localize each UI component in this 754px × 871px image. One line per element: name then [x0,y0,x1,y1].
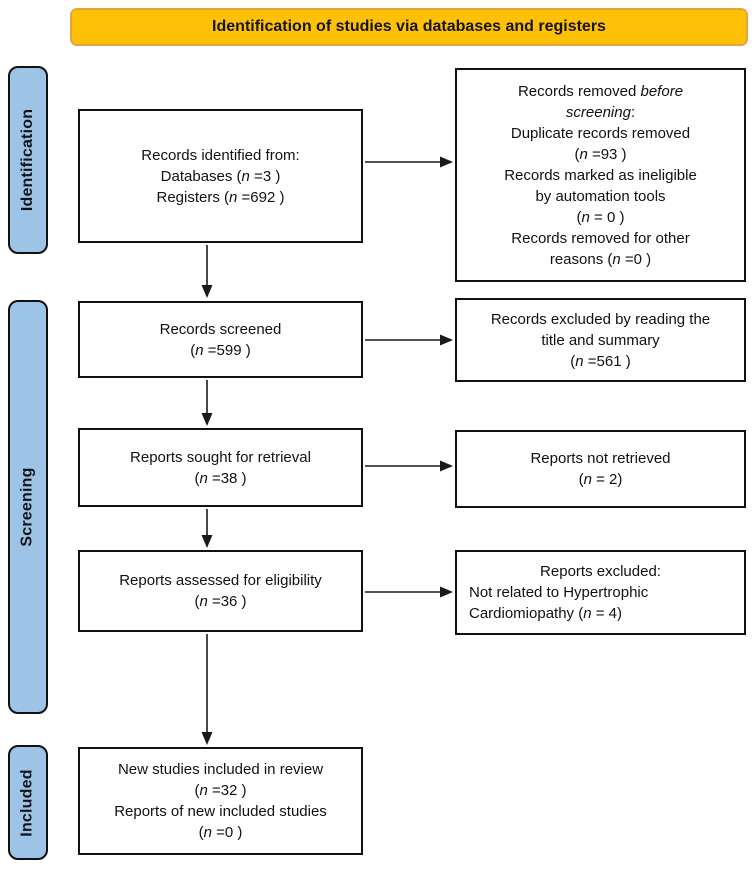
text-line: Registers (n =692 ) [156,188,285,206]
box-reports-assessed: Reports assessed for eligibility (n =36 ) [78,550,363,632]
box-new-studies-included: New studies included in review (n =32 ) Re… [78,747,363,855]
text-line: Databases (n =3 ) [160,167,281,185]
text-line: screening: [565,103,636,121]
stage-label-screening: Screening [19,467,37,547]
text-line: (n =38 ) [194,469,247,487]
text-line: title and summary [541,331,660,349]
text-line: Records marked as ineligible [504,166,697,184]
text-line: Cardiomiopathy (n = 4) [469,605,622,622]
text-line: Reports not retrieved [530,450,671,467]
stage-bar-screening: Screening [8,300,48,714]
diagram-title: Identification of studies via databases … [212,18,606,35]
text-line: (n =599 ) [190,341,251,359]
box-reports-sought: Reports sought for retrieval (n =38 ) [78,428,363,507]
box-records-identified: Records identified from: Databases (n =3 … [78,109,363,243]
diagram-title-banner: Identification of studies via databases … [70,8,748,46]
box-records-removed-before-screening: Records removed before screening: Duplicat… [455,68,746,282]
text-line: (n =561 ) [570,352,631,370]
text-line: (n =32 ) [194,782,247,799]
text-line: New studies included in review [117,761,324,778]
text-line: Not related to Hypertrophic [469,584,649,601]
text-line: Records removed for other [511,229,690,247]
stage-bar-included: Included [8,745,48,860]
text-line: reasons (n =0 ) [549,250,652,268]
text-line: Records excluded by reading the [490,310,711,328]
text-line: Records removed before [517,82,684,100]
text-line: Records screened [159,320,282,338]
stage-label-identification: Identification [19,108,37,212]
stage-label-included: Included [19,768,37,837]
text-line: Duplicate records removed [510,124,691,142]
text-line: Reports excluded: [540,563,661,580]
text-line: by automation tools [535,187,666,205]
box-reports-not-retrieved: Reports not retrieved (n = 2) [455,430,746,508]
box-reports-excluded: Reports excluded: Not related to Hypertro… [455,550,746,635]
text-line: Records identified from: [141,146,300,164]
box-records-excluded-title-summary: Records excluded by reading the title and… [455,298,746,382]
text-line: Reports assessed for eligibility [119,572,322,589]
text-line: (n = 2) [578,471,623,488]
text-line: (n = 0 ) [576,208,625,226]
box-records-screened: Records screened (n =599 ) [78,301,363,378]
stage-bar-identification: Identification [8,66,48,254]
text-line: (n =0 ) [198,824,243,841]
text-line: Reports of new included studies [114,803,327,820]
text-line: (n =36 ) [194,593,247,610]
text-line: Reports sought for retrieval [130,448,311,466]
text-line: (n =93 ) [574,145,627,163]
